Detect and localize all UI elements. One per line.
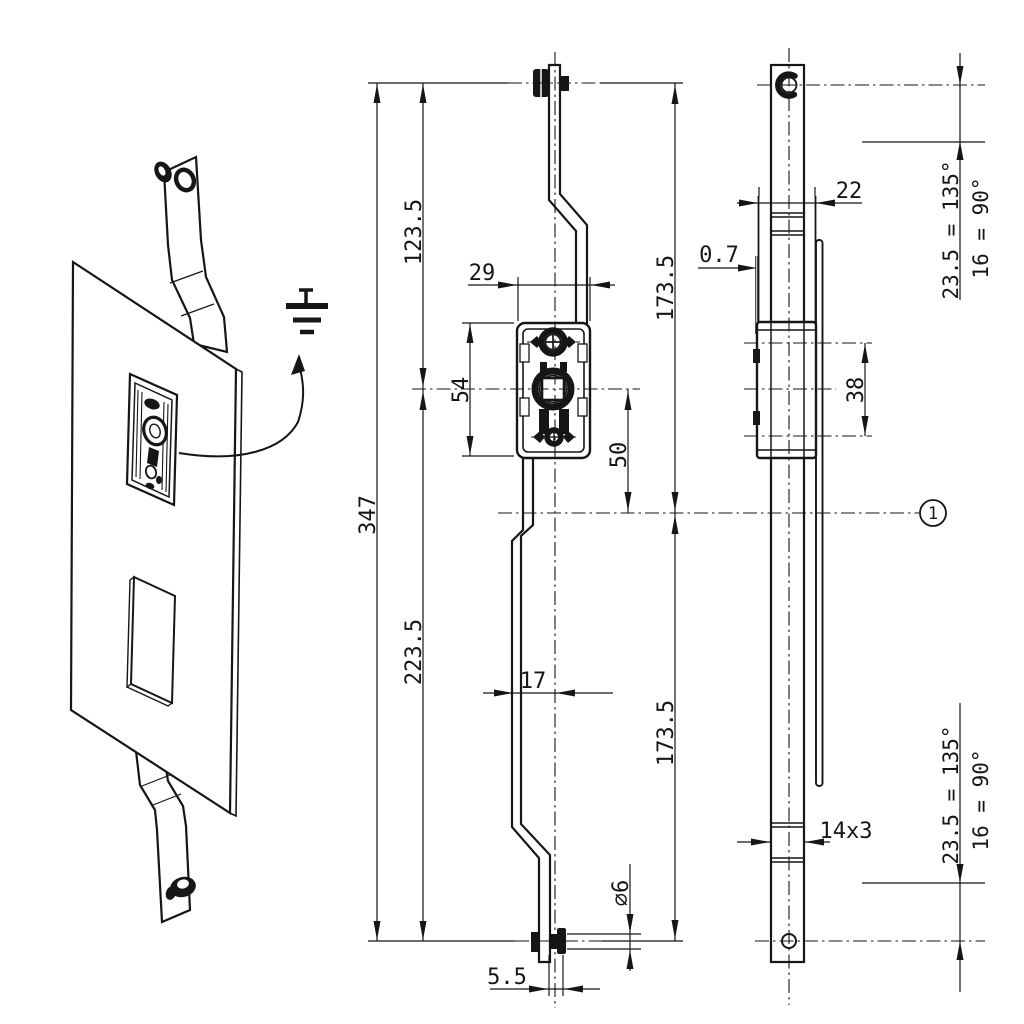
centerlines [412,48,985,1008]
iso-lock-insert [125,372,179,507]
iso-insert-bar [147,447,159,467]
front-lock-case [515,321,592,460]
iso-upper-rod-bend-line [180,303,215,317]
side-case-tab [753,349,760,363]
dim-top-to-ref: 173.5 [654,255,679,321]
dim-top-to-spindle: 123.5 [402,199,427,265]
iso-upper-pin [154,161,197,193]
dim-panel-gap: 0.7 [699,243,739,268]
side-upper-bushing [771,212,804,236]
iso-insert-screw [144,464,158,480]
dim-stroke-lower-90: 16 = 90° [969,749,993,850]
dim-spindle-to-bottom: 223.5 [402,619,427,685]
rotation-arrow [178,354,305,458]
dim-pin-projection: 5.5 [487,965,527,990]
dim-spindle-to-ref: 50 [607,442,632,469]
side-lock-case [753,320,818,460]
iso-panel-thickness-edge [229,368,243,818]
balloon-1-label: 1 [928,504,938,524]
dimensions: 347 123.5 223.5 29 54 50 173.5 [356,53,993,996]
iso-lower-cutout-thickness [126,576,173,707]
balloon-1: 1 [919,499,947,527]
dim-case-height: 54 [449,377,474,404]
dim-rod-section: 14x3 [820,819,873,844]
iso-insert-ring [142,415,168,447]
front-case-notch [577,343,588,363]
front-case-notch [577,397,588,417]
isometric-view [69,155,328,924]
side-lower-bushing [771,822,804,863]
ground-symbol-icon [286,288,328,335]
dim-case-width: 29 [469,261,496,286]
front-case-notch [519,343,530,363]
dim-pin-diameter: ⌀6 [609,880,634,907]
front-rod-lower [510,455,552,964]
dim-stroke-upper-90: 16 = 90° [969,177,993,278]
iso-lower-rod-bend-line [152,793,182,806]
iso-lower-rod-bend-line [141,774,171,787]
iso-upper-rod [162,155,229,354]
dim-guide-width: 22 [836,179,863,204]
dim-stroke-upper-135: 23.5 = 135° [939,160,963,299]
iso-insert-detail [144,398,160,410]
iso-rod-hole [173,167,197,193]
iso-upper-rod-bend-line [169,270,204,284]
front-case-notch [519,397,530,417]
dim-rod-offset: 17 [520,669,547,694]
front-bottom-pin [531,928,566,954]
side-case-tab [753,411,760,425]
dim-stroke-lower-135: 23.5 = 135° [939,725,963,864]
dim-hole-spacing: 38 [844,377,869,404]
dim-ref-to-bottom: 173.5 [654,700,679,766]
iso-lower-pin [165,876,196,900]
dim-overall-length: 347 [356,495,381,535]
